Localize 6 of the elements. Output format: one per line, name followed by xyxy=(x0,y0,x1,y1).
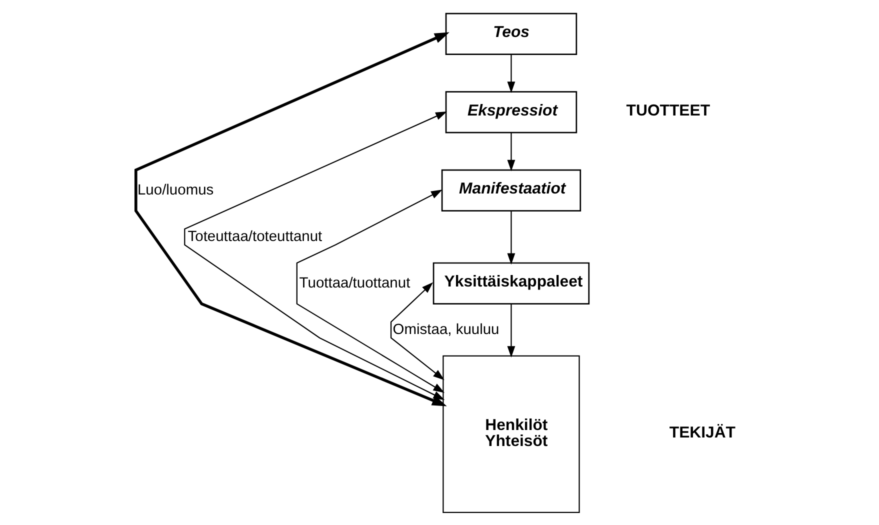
edge-label: Toteuttaa/toteuttanut xyxy=(188,228,322,244)
label: TEKIJÄT xyxy=(669,424,736,441)
label: TUOTTEET xyxy=(626,102,710,119)
edge-label: Omistaa, kuuluu xyxy=(392,321,500,338)
edge-label: Luo/luomus xyxy=(137,182,214,198)
edge-label: Tuottaa/tuottanut xyxy=(299,274,410,291)
